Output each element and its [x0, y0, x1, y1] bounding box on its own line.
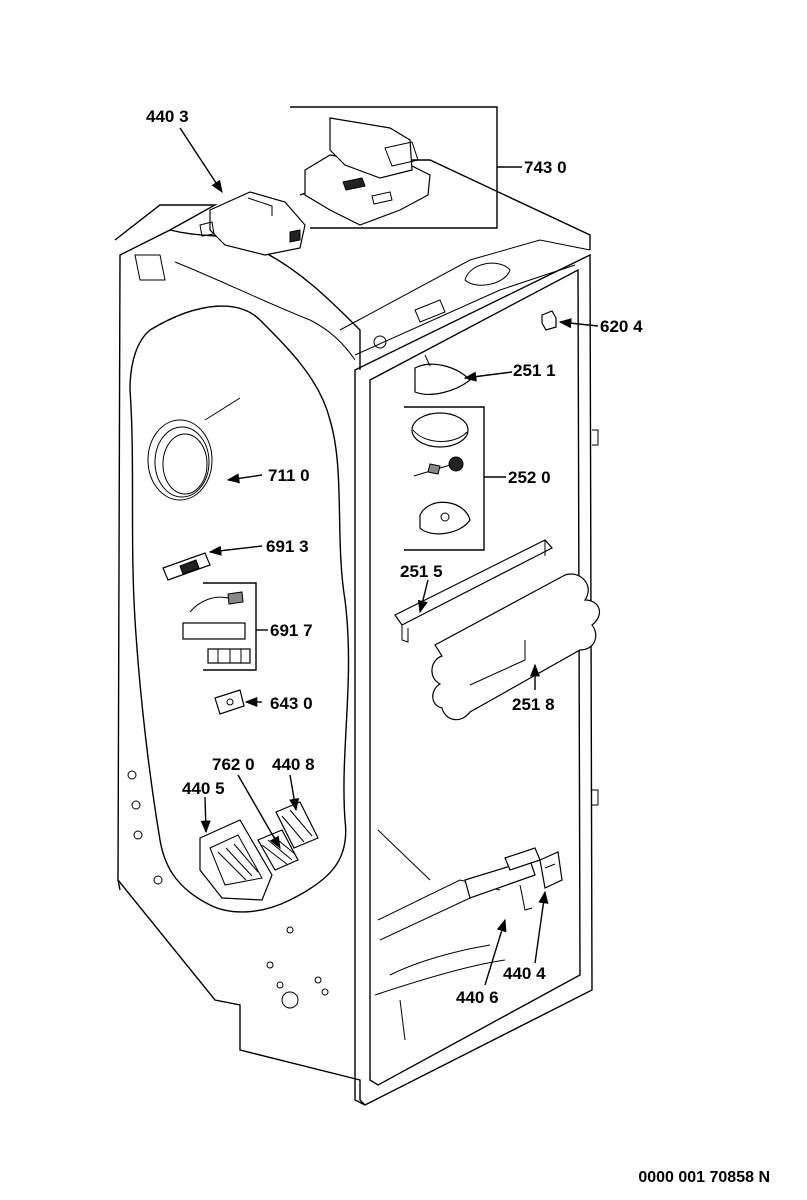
part-743-0 — [304, 117, 431, 226]
part-691-7 — [182, 591, 251, 664]
leader-lines — [179, 106, 599, 986]
label-252-0: 252 0 — [508, 468, 551, 487]
label-251-8: 251 8 — [512, 695, 555, 714]
label-440-6: 440 6 — [456, 988, 499, 1007]
label-620-4: 620 4 — [600, 317, 643, 336]
part-620-4 — [541, 310, 557, 331]
part-440-4 — [539, 851, 563, 889]
part-440-3 — [199, 191, 306, 256]
label-251-1: 251 1 — [513, 361, 556, 380]
part-251-8 — [431, 573, 601, 721]
label-743-0: 743 0 — [524, 158, 567, 177]
part-440-5 — [199, 819, 273, 901]
part-252-0 — [411, 412, 471, 535]
label-440-3: 440 3 — [146, 107, 189, 126]
document-number: 0000 001 70858 N — [638, 1169, 770, 1186]
part-440-6 — [464, 847, 541, 911]
label-691-3: 691 3 — [266, 537, 309, 556]
label-762-0: 762 0 — [212, 755, 255, 774]
part-643-0 — [214, 689, 245, 715]
label-691-7: 691 7 — [270, 621, 313, 640]
part-691-3 — [162, 552, 211, 581]
label-711-0: 711 0 — [268, 466, 310, 485]
label-440-5: 440 5 — [182, 779, 225, 798]
label-251-5: 251 5 — [400, 562, 443, 581]
part-251-5 — [394, 539, 553, 643]
part-711-0 — [147, 397, 241, 501]
label-643-0: 643 0 — [270, 694, 313, 713]
label-440-4: 440 4 — [503, 964, 546, 983]
label-440-8: 440 8 — [272, 755, 315, 774]
part-251-1 — [414, 354, 471, 395]
